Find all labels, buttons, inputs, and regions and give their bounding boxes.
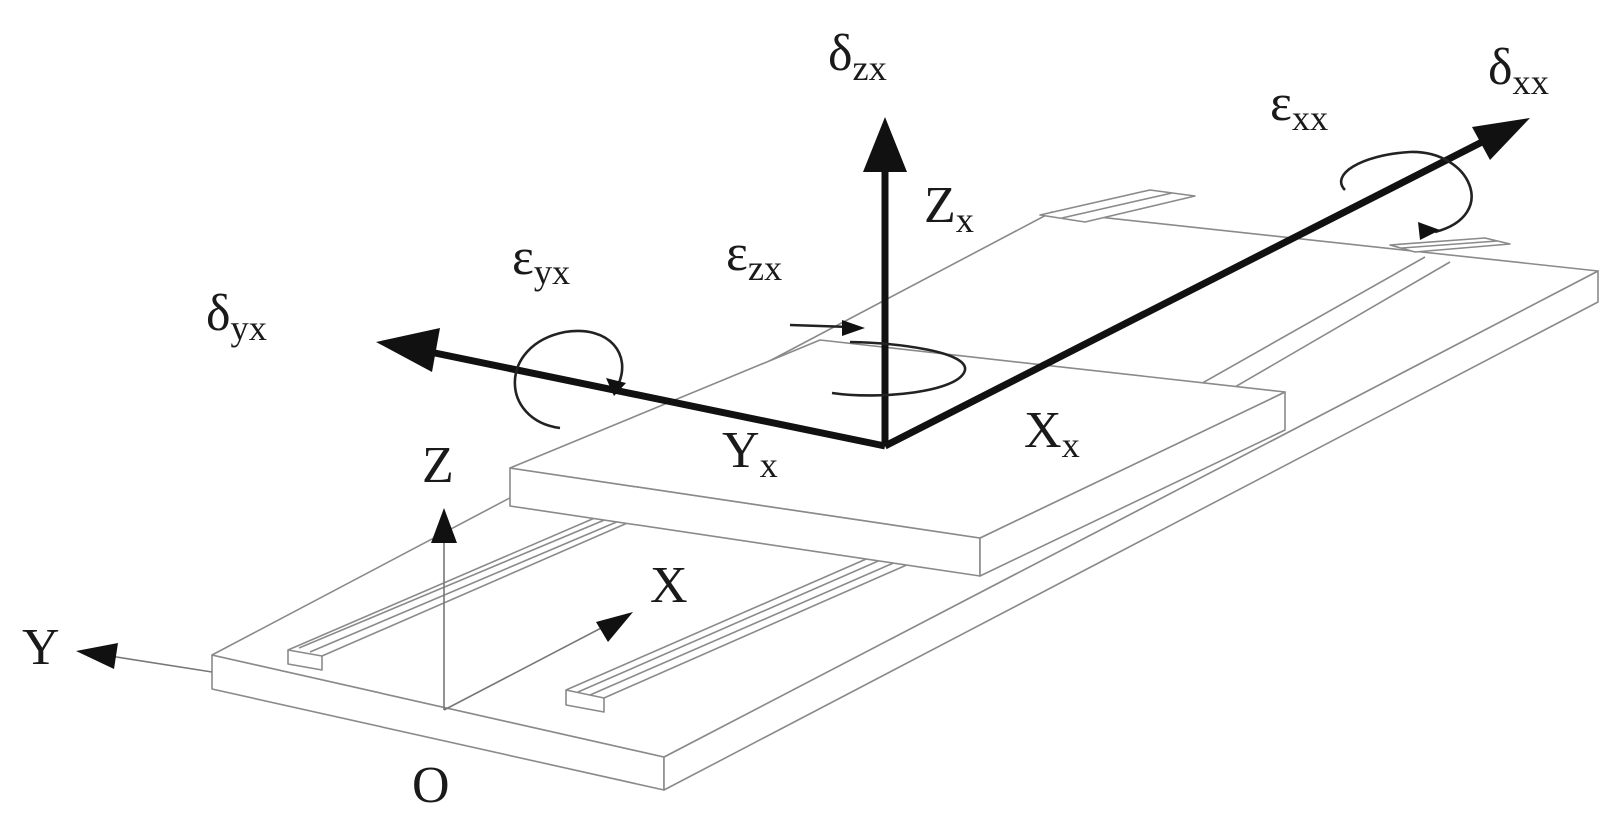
- eps-zx-rotation-head: [842, 320, 865, 336]
- eps-zx-rotation-tail: [789, 323, 851, 329]
- x-axis-arrowhead: [596, 612, 633, 642]
- y-axis-arrowhead: [76, 643, 118, 669]
- right-rail-inner-line-1: [577, 554, 893, 693]
- label-delta-zx: δzx: [828, 25, 887, 87]
- rotation-markers: [513, 150, 1473, 430]
- label-Z-x-base: Z: [924, 177, 956, 234]
- eps-xx-rotation-head: [1418, 222, 1440, 240]
- label-delta-zx-base: δ: [828, 25, 853, 82]
- label-Y: Y: [22, 619, 60, 676]
- left-rail-inner-line-1: [298, 515, 615, 649]
- far-rail-groove-2: [1215, 261, 1451, 399]
- label-O: O: [412, 757, 450, 814]
- label-delta-xx-base: δ: [1488, 39, 1513, 96]
- far-rails: [1039, 189, 1511, 399]
- label-eps-xx-base: ε: [1270, 75, 1292, 132]
- label-eps-zx-base: ε: [726, 225, 748, 282]
- label-X-x: Xx: [1024, 402, 1080, 464]
- z-axis-arrowhead: [431, 508, 457, 543]
- label-Z-x: Zx: [924, 177, 974, 239]
- label-eps-zx-sub: zx: [747, 248, 783, 289]
- label-eps-yx-base: ε: [512, 229, 534, 286]
- label-Y-x-sub: x: [759, 445, 778, 486]
- label-X-x-sub: x: [1061, 425, 1080, 466]
- x-axis-line: [443, 625, 606, 711]
- far-rail-groove: [1189, 256, 1426, 391]
- eps-yx-rotation-arc: [513, 329, 624, 430]
- left-rail-edge: [287, 650, 323, 671]
- eps-zx-rotation-arc: [831, 340, 967, 397]
- label-delta-yx: δyx: [206, 285, 267, 347]
- error-frame: [376, 117, 1530, 450]
- label-eps-zx: εzx: [726, 225, 782, 287]
- eps-yx-rotation-head: [606, 378, 626, 396]
- far-left-rail-line: [1061, 192, 1173, 219]
- label-eps-yx: εyx: [512, 229, 570, 291]
- label-Z: Z: [422, 437, 454, 494]
- label-delta-xx: δxx: [1488, 39, 1549, 101]
- label-eps-xx: εxx: [1270, 75, 1328, 137]
- left-rail-inner-line-2: [309, 517, 627, 653]
- far-right-rail-line: [1401, 240, 1498, 249]
- label-delta-zx-sub: zx: [852, 48, 887, 89]
- yx-axis-arrowhead: [376, 328, 440, 372]
- right-rail-inner-line-2: [589, 557, 906, 696]
- label-delta-yx-base: δ: [206, 285, 231, 342]
- eps-xx-rotation-arc: [1339, 150, 1473, 234]
- reference-frame: [76, 508, 633, 711]
- label-X-x-base: X: [1024, 402, 1062, 459]
- label-Z-x-sub: x: [955, 200, 974, 241]
- left-rail: [287, 513, 640, 671]
- label-delta-xx-sub: xx: [1512, 62, 1549, 103]
- label-eps-yx-sub: yx: [533, 252, 571, 293]
- y-axis-line: [109, 655, 213, 673]
- label-X: X: [650, 557, 688, 614]
- xx-axis-arrowhead: [1472, 118, 1530, 160]
- label-eps-xx-sub: xx: [1291, 98, 1329, 139]
- label-Y-x-base: Y: [722, 422, 760, 479]
- zx-axis-arrowhead: [863, 117, 907, 172]
- right-rail-edge: [565, 690, 605, 713]
- label-Y-x: Yx: [722, 422, 778, 484]
- yx-axis-line: [429, 348, 886, 450]
- xx-axis-line: [883, 138, 1484, 450]
- label-delta-yx-sub: yx: [230, 308, 267, 349]
